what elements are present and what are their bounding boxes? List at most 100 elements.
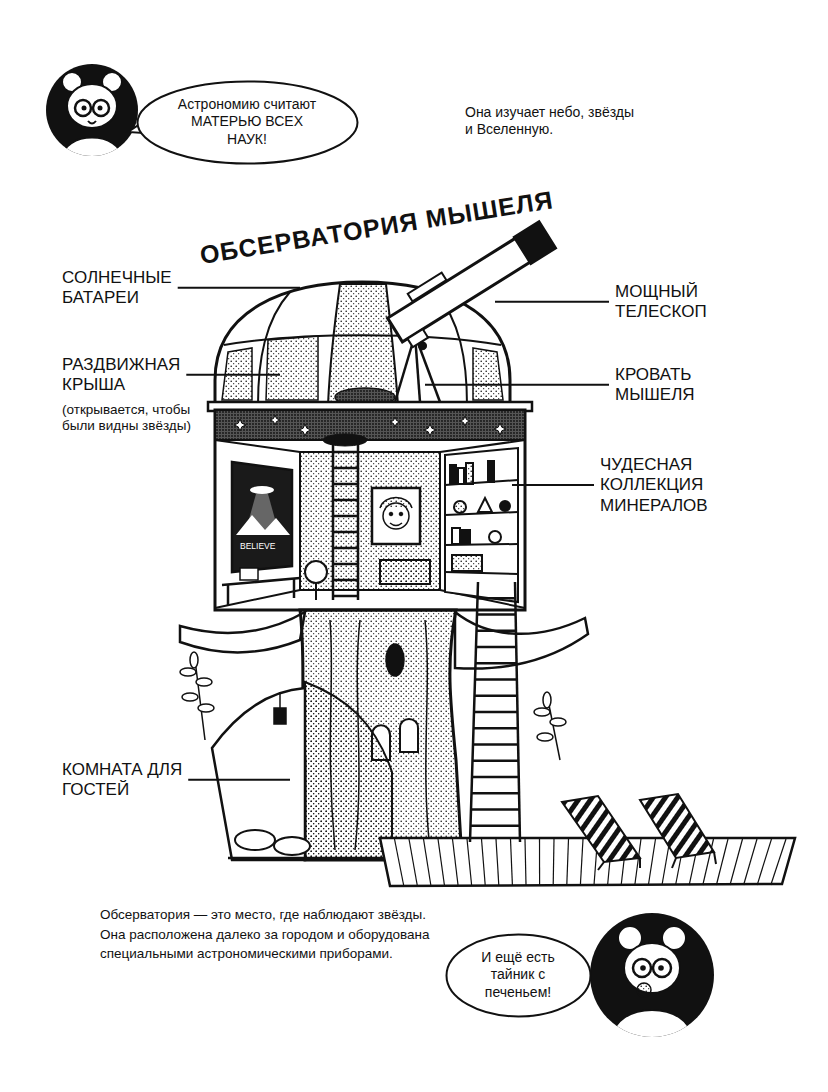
mouse-avatar <box>98 106 103 111</box>
poster <box>232 462 292 572</box>
mouse-avatar <box>612 1010 692 1040</box>
leaves <box>543 692 551 708</box>
inner-ladder <box>332 438 335 600</box>
ladder-rung <box>474 727 518 730</box>
telescope <box>408 273 447 302</box>
mouse-avatar <box>637 983 651 997</box>
poster-text: BELIEVE <box>240 541 290 551</box>
dome <box>208 282 532 411</box>
room <box>424 424 436 436</box>
dome <box>224 335 501 345</box>
desk <box>222 578 300 585</box>
speech-bubble: И ещё есть тайник с печеньем! <box>445 933 592 1018</box>
mouse-avatar <box>624 943 680 993</box>
portrait <box>399 512 403 516</box>
mouse-avatar <box>75 100 91 116</box>
ladder-rung <box>476 662 517 665</box>
deck-plank <box>424 839 431 885</box>
room <box>460 416 470 426</box>
telescope <box>514 221 556 264</box>
guest-room <box>212 688 305 860</box>
tree <box>386 644 404 676</box>
deck-plank <box>467 839 472 885</box>
bookshelf <box>466 463 473 484</box>
bookshelf <box>450 465 456 484</box>
portrait <box>372 488 420 544</box>
bookshelf <box>458 468 464 484</box>
mouse-avatar <box>67 84 117 128</box>
deck-plank <box>757 839 771 885</box>
deck-planks <box>395 839 787 885</box>
ladder-rung <box>475 695 518 698</box>
part-label: СОЛНЕЧНЫЕ БАТАРЕИ <box>62 268 184 309</box>
ladder-rung <box>473 760 519 763</box>
deck-plank <box>553 839 555 885</box>
mouse-avatar <box>46 64 138 160</box>
deck <box>380 838 795 886</box>
caption: Обсерватория — это место, где наблюдают … <box>100 905 435 964</box>
leaves <box>550 718 566 726</box>
ladder-rung <box>333 531 358 534</box>
part-label: КРОВАТЬ МЫШЕЛЯ <box>615 365 740 406</box>
leaves <box>180 668 196 676</box>
ladder-rung <box>477 630 516 633</box>
deck-chairs <box>714 852 716 864</box>
ladder-rung <box>475 678 517 681</box>
room <box>299 424 311 436</box>
deck-plank <box>438 839 444 885</box>
ladder-rung <box>333 483 358 486</box>
deck-plank <box>496 839 499 885</box>
telescope <box>382 214 564 402</box>
ladder-rung <box>333 595 358 598</box>
dome <box>473 348 503 400</box>
deck-chairs <box>640 794 714 858</box>
room <box>300 452 440 590</box>
guest-room <box>212 682 392 860</box>
part-label: МОЩНЫЙ ТЕЛЕСКОП <box>615 282 740 323</box>
mouse-avatar <box>93 100 109 116</box>
dome <box>328 284 398 405</box>
ladder-rung <box>472 776 519 779</box>
leaves <box>537 733 553 741</box>
bubble-ellipse <box>137 81 357 163</box>
inner-ladder <box>357 438 360 600</box>
tree <box>300 610 462 860</box>
part-note: (открывается, чтобы были видны звёзды) <box>62 402 192 434</box>
deck-plank <box>580 839 583 885</box>
poster <box>236 515 290 535</box>
ladder-rung <box>476 646 516 649</box>
room <box>234 415 506 436</box>
room <box>494 423 506 435</box>
ladder-rung <box>478 597 516 600</box>
bookshelf <box>500 501 510 511</box>
bookshelf <box>478 498 492 512</box>
bookshelf <box>454 501 466 513</box>
guest-room <box>279 692 281 708</box>
bookshelf <box>452 528 460 544</box>
guest-room <box>274 837 310 855</box>
poster <box>250 486 274 494</box>
bubble-text: И ещё есть тайник с печеньем! <box>470 949 566 1002</box>
deck-plank <box>395 839 404 885</box>
leaves <box>548 700 560 760</box>
desk <box>305 561 327 583</box>
telescope <box>415 335 440 402</box>
guest-room <box>274 708 286 724</box>
deck-plank <box>771 839 786 885</box>
part-label: КОМНАТА ДЛЯ ГОСТЕЙ <box>62 760 187 801</box>
bubble-text-group: И ещё есть тайник с печеньем! <box>470 949 566 1002</box>
ladder-rung <box>471 808 519 811</box>
ladder-rung <box>471 825 520 828</box>
tree <box>180 610 588 860</box>
leaves <box>196 678 212 686</box>
leader-line <box>188 779 290 781</box>
deck-plank <box>482 839 486 885</box>
ladder-rung <box>333 579 358 582</box>
bookshelf <box>462 530 470 544</box>
bookshelf <box>445 572 518 574</box>
ladder-rung <box>333 451 358 454</box>
part-label: ЧУДЕСНАЯ КОЛЛЕКЦИЯ МИНЕРАЛОВ <box>600 455 735 516</box>
deck-plank <box>635 839 641 885</box>
desk <box>227 585 230 606</box>
leaves <box>534 708 550 716</box>
